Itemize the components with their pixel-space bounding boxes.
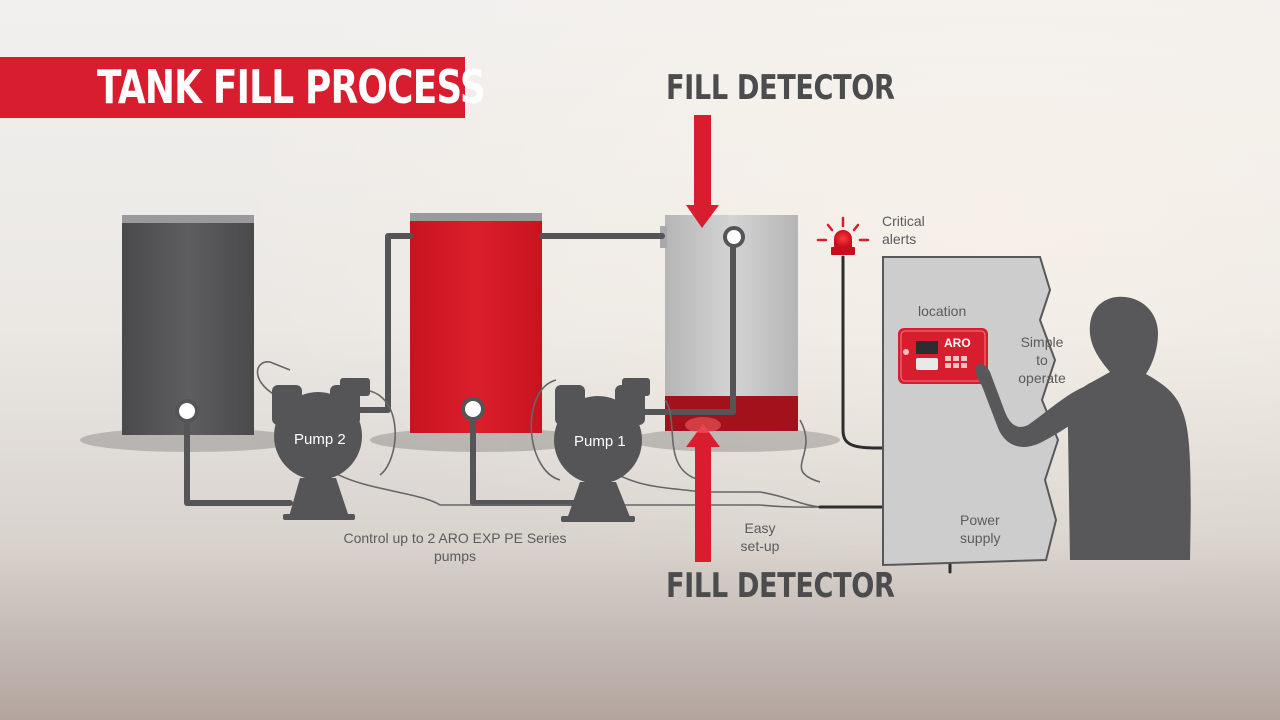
pump-1-label: Pump 1 [574,433,626,450]
tank-destination [660,215,798,431]
operator-silhouette [975,296,1191,560]
alarm-beacon-icon [816,216,870,255]
pump-2-label: Pump 2 [294,431,346,448]
tank-source [122,215,254,435]
pump-2-body [272,378,370,520]
fill-detector-arrow-bottom [686,424,720,562]
critical-alerts-caption: Critical alerts [882,213,925,247]
page-title: TANK FILL PROCESS [97,60,486,114]
power-supply-caption: Power supply [960,512,1001,546]
controller-brand: ARO [944,336,971,350]
fill-detector-label-top: FILL DETECTOR [666,68,895,108]
tank-nozzles [175,226,745,423]
aro-controller [898,328,988,384]
pump-1-body [554,378,650,522]
fill-detector-label-bottom: FILL DETECTOR [666,566,895,606]
fill-detector-arrow-top [686,115,719,228]
title-banner: TANK FILL PROCESS [0,57,486,118]
tank-intermediate [410,213,542,433]
detector-glow [685,417,721,433]
easy-setup-caption: Easy set-up [740,520,780,554]
simple-to-operate-caption: Simple to operate [1018,334,1066,386]
location-caption: location [918,303,967,319]
control-pumps-caption: Control up to 2 ARO EXP PE Series pumps [343,530,567,564]
